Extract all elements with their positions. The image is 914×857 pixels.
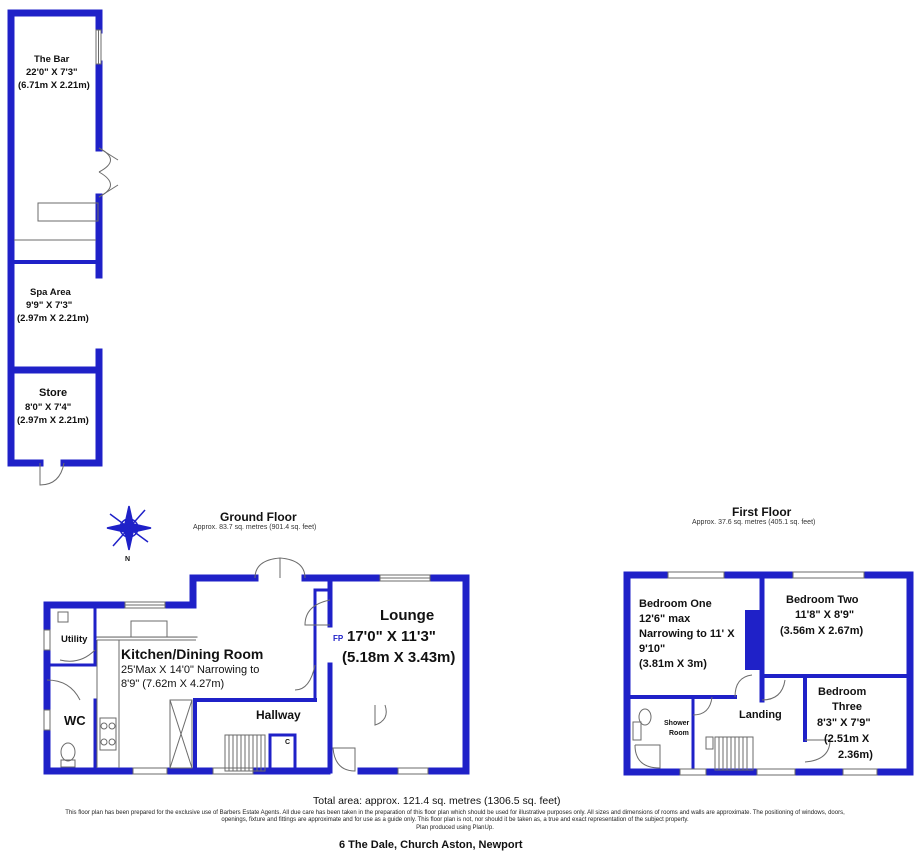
compass-rose: [106, 505, 152, 551]
bedroom-one-line-1: 12'6" max: [639, 613, 691, 625]
first-floor-fixtures: [632, 571, 878, 776]
bedroom-three-name-1: Bedroom: [818, 686, 867, 698]
total-area: Total area: approx. 121.4 sq. metres (13…: [313, 795, 561, 807]
spa-name: Spa Area: [30, 287, 71, 298]
ground-floor-title: Ground Floor: [220, 510, 297, 524]
bar-imperial: 22'0" X 7'3": [26, 67, 78, 78]
first-floor-walls: [623, 571, 914, 776]
store-name: Store: [39, 387, 68, 399]
produced-by: Plan produced using PlanUp.: [416, 825, 494, 831]
bedroom-three-metric-1: (2.51m X: [824, 733, 870, 745]
compass-n-label: N: [125, 556, 131, 563]
first-floor-area: Approx. 37.6 sq. metres (405.1 sq. feet): [692, 519, 816, 526]
bedroom-two-name: Bedroom Two: [786, 594, 859, 606]
spa-metric: (2.97m X 2.21m): [17, 313, 89, 324]
bar-metric: (6.71m X 2.21m): [18, 80, 90, 91]
cupboard-label: C: [285, 739, 291, 746]
disclaimer: This floor plan has been prepared for th…: [65, 810, 845, 824]
bar-name: The Bar: [34, 54, 70, 65]
wc-label: WC: [64, 713, 86, 728]
fireplace-label: FP: [333, 634, 344, 643]
lounge-name: Lounge: [380, 607, 435, 624]
bedroom-one-line-4: (3.81m X 3m): [639, 658, 707, 670]
hallway-label: Hallway: [256, 708, 301, 722]
landing-label: Landing: [739, 709, 782, 721]
bedroom-one-line-2: Narrowing to 11' X: [639, 628, 735, 640]
bedroom-one-name: Bedroom One: [639, 598, 712, 610]
outbuilding-fixtures: [14, 29, 119, 486]
lounge-metric: (5.18m X 3.43m): [342, 649, 456, 666]
outbuilding-walls: [7, 9, 103, 467]
spa-imperial: 9'9" X 7'3": [26, 300, 73, 311]
kitchen-dims-2: 8'9" (7.62m X 4.27m): [121, 678, 225, 690]
property-address: 6 The Dale, Church Aston, Newport: [339, 839, 523, 851]
bedroom-three-name-2: Three: [832, 701, 862, 713]
bedroom-three-imperial: 8'3" X 7'9": [817, 717, 871, 729]
shower-room-line-1: Shower: [664, 720, 690, 727]
ground-floor-fixtures: [43, 557, 431, 775]
utility-label: Utility: [61, 634, 88, 645]
shower-room-line-2: Room: [669, 730, 689, 737]
store-imperial: 8'0" X 7'4": [25, 402, 72, 413]
bedroom-one-line-3: 9'10": [639, 643, 666, 655]
bedroom-two-imperial: 11'8" X 8'9": [795, 609, 855, 621]
bedroom-three-metric-2: 2.36m): [838, 749, 873, 761]
first-floor-title: First Floor: [732, 505, 792, 519]
kitchen-name: Kitchen/Dining Room: [121, 646, 264, 662]
ground-floor-area: Approx. 83.7 sq. metres (901.4 sq. feet): [193, 524, 317, 531]
kitchen-dims-1: 25'Max X 14'0" Narrowing to: [121, 664, 260, 676]
bedroom-two-metric: (3.56m X 2.67m): [780, 625, 864, 637]
lounge-imperial: 17'0" X 11'3": [347, 628, 436, 645]
store-metric: (2.97m X 2.21m): [17, 415, 89, 426]
